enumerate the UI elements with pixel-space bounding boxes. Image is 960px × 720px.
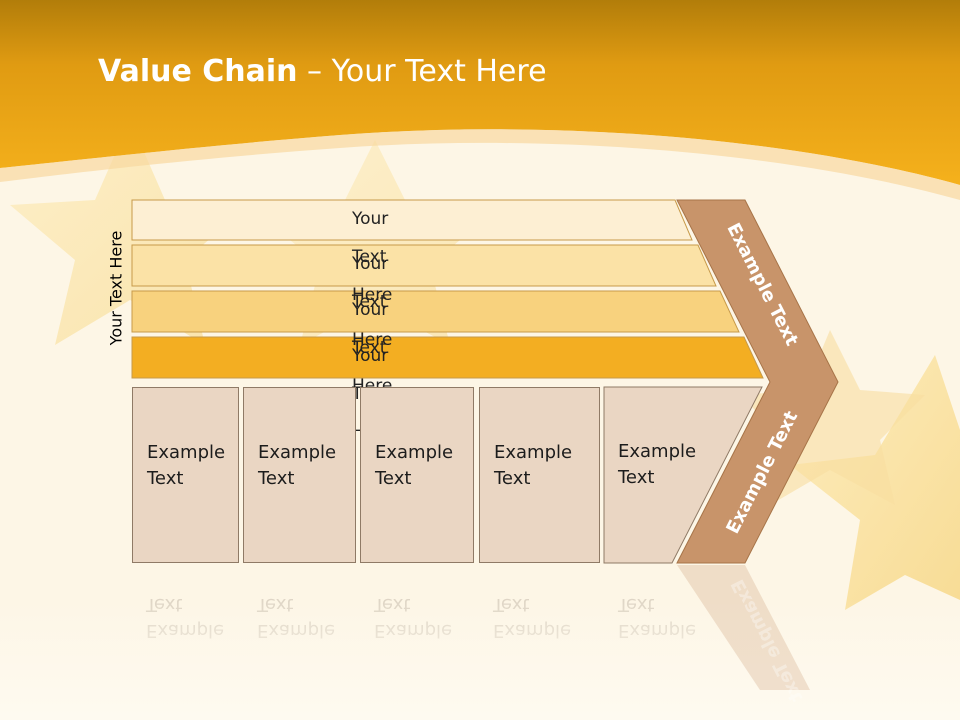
box-5-line2: Text [618,467,655,488]
box-1-line2: Text [147,468,184,489]
band-shape-4 [131,336,764,379]
title-rest: – Your Text Here [297,54,547,89]
box-3-line2: Text [375,468,412,489]
band-shape-2 [131,244,717,287]
box-1-line1: Example [147,442,226,463]
box-2-line2: Text [258,468,295,489]
activity-box-5: Example Text [604,387,724,563]
box-4-line2: Text [494,468,531,489]
chevron-shape [676,199,839,564]
box-shape-5 [603,386,763,564]
band-2-label: Your Text Here [352,254,393,350]
activity-box-2: Example Text [243,387,356,563]
box-5-line1: Example [618,441,697,462]
box-2-line1: Example [258,442,337,463]
title-bold: Value Chain [98,54,298,89]
slide-title: Value Chain – Your Text Here [98,54,547,89]
activity-box-1: Example Text [132,387,239,563]
band-shape-3 [131,290,740,333]
box-3-line1: Example [375,442,454,463]
band-1-label: Your Text Here [352,209,393,305]
band-shape-1 [131,199,693,241]
activity-box-4: Example Text [479,387,600,563]
side-label: Your Text Here [106,230,126,346]
activity-box-3: Example Text [360,387,474,563]
chevron-reflection [677,565,810,690]
star-decoration-left [10,120,250,345]
header-band [0,0,960,185]
box-4-line1: Example [494,442,573,463]
header-wave-highlight [0,129,960,200]
